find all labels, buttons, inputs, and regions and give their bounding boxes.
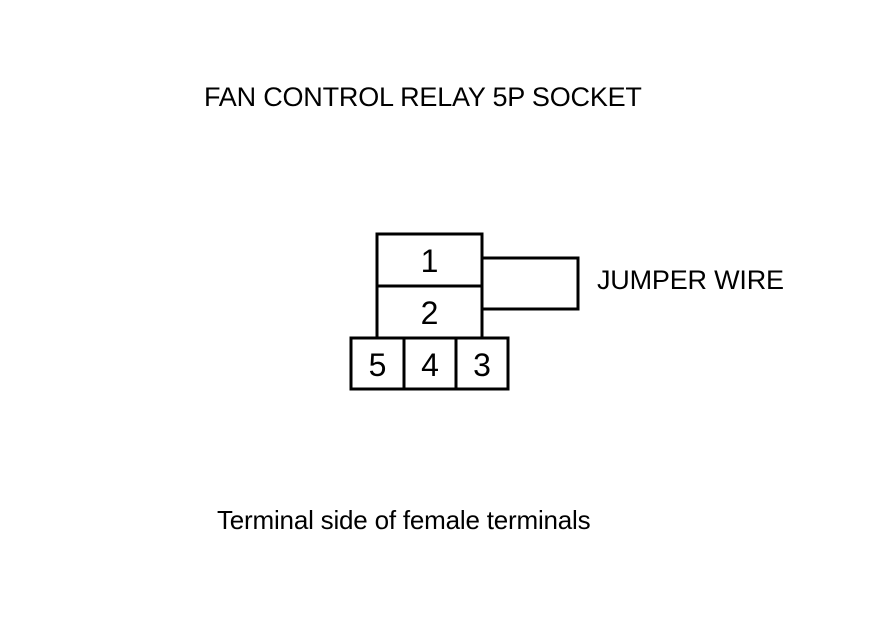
diagram-title: FAN CONTROL RELAY 5P SOCKET [204, 82, 642, 112]
terminal-3-cell [454, 336, 510, 391]
terminal-2-label: 2 [421, 295, 439, 331]
diagram-caption: Terminal side of female terminals [217, 505, 591, 535]
terminal-1-cell [375, 232, 484, 288]
jumper-wire-label: JUMPER WIRE [597, 265, 784, 295]
terminal-5-cell [349, 336, 406, 391]
jumper-wire [482, 256, 580, 311]
terminal-5-label: 5 [369, 347, 387, 383]
terminal-1-label: 1 [421, 243, 439, 279]
terminal-2-cell [375, 284, 484, 340]
terminal-3-label: 3 [473, 347, 491, 383]
terminal-4-label: 4 [421, 347, 439, 383]
terminal-4-cell [402, 336, 458, 391]
